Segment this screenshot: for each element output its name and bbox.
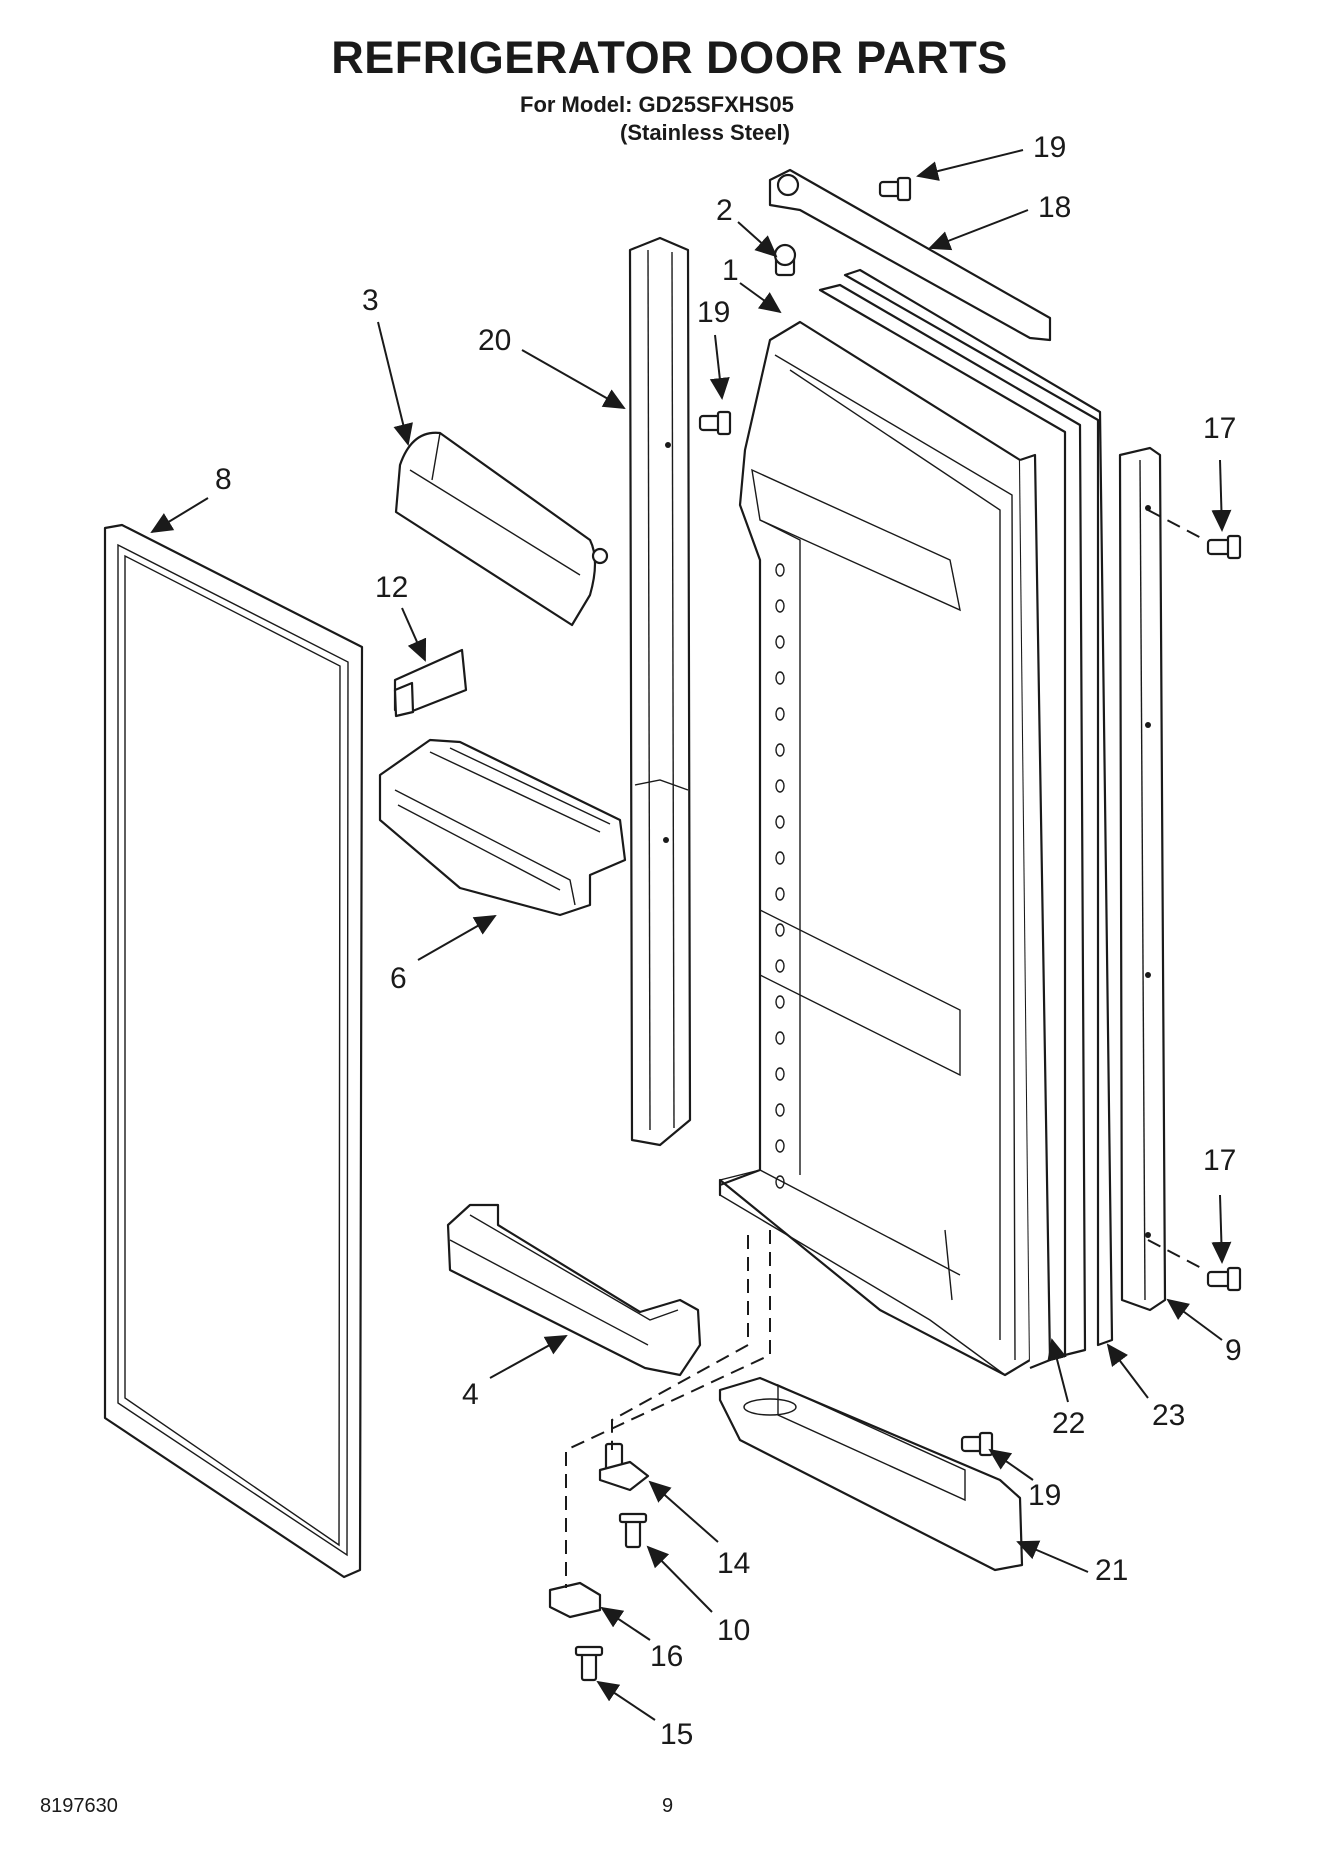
liner-hole (775, 995, 785, 1009)
alignment-line-upper (611, 1235, 749, 1450)
part-15-screw (574, 1645, 604, 1682)
callout-23: 23 (1152, 1399, 1185, 1432)
liner-hole (775, 851, 785, 865)
callout-20: 20 (478, 324, 511, 357)
door-liner (718, 320, 1032, 1377)
liner-hole (775, 779, 785, 793)
part-19-screw-top (878, 176, 912, 202)
part-14-hinge (598, 1442, 650, 1492)
callout-17-upper: 17 (1203, 412, 1236, 445)
liner-hole (775, 563, 785, 577)
callout-21: 21 (1095, 1554, 1128, 1587)
alignment-line-screw-lower (1147, 1239, 1206, 1271)
alignment-line-lower (565, 1230, 771, 1588)
page-title: REFRIGERATOR DOOR PARTS (331, 32, 1008, 83)
callout-10: 10 (717, 1614, 750, 1647)
callout-4: 4 (462, 1378, 479, 1411)
door-liner-holes (775, 563, 785, 1189)
part-12-clip (393, 648, 468, 718)
callout-14: 14 (717, 1547, 750, 1580)
callout-3: 3 (362, 284, 379, 317)
part-23-door-outer (818, 268, 1114, 1357)
liner-hole (775, 707, 785, 721)
part-8-gasket (103, 523, 364, 1579)
callout-18: 18 (1038, 191, 1071, 224)
part-20-trim (628, 236, 692, 1147)
part-22-door-panel (1019, 453, 1052, 1370)
callout-19-top: 19 (1033, 131, 1066, 164)
liner-hole (775, 1175, 785, 1189)
callout-8: 8 (215, 463, 232, 496)
part-10-screw (618, 1512, 648, 1549)
liner-hole (775, 599, 785, 613)
part-6-door-bin (378, 738, 627, 917)
liner-hole (775, 923, 785, 937)
callout-19-middle: 19 (697, 296, 730, 329)
callouts: 2 1 19 18 19 3 20 8 12 17 6 17 9 23 22 4 (150, 131, 1242, 1751)
page-number: 9 (662, 1795, 674, 1817)
liner-hole (775, 1103, 785, 1117)
part-9-side-strip (1118, 446, 1167, 1312)
liner-hole (775, 959, 785, 973)
doc-number: 8197630 (40, 1795, 118, 1817)
callout-22: 22 (1052, 1407, 1085, 1440)
liner-hole (775, 1139, 785, 1153)
liner-hole (775, 1031, 785, 1045)
model-line: For Model: GD25SFXHS05 (520, 92, 794, 117)
part-19-screw-lower (960, 1431, 994, 1457)
liner-hole (775, 887, 785, 901)
part-17-screw-upper (1206, 534, 1242, 560)
part-16-lower-hinge (548, 1581, 602, 1619)
callout-12: 12 (375, 571, 408, 604)
finish-line: (Stainless Steel) (620, 120, 790, 145)
callout-2: 2 (716, 194, 733, 227)
callout-17-lower: 17 (1203, 1144, 1236, 1177)
part-21-hinge-bracket (718, 1376, 1024, 1572)
callout-15: 15 (660, 1718, 693, 1751)
alignment-line-screw-upper (1147, 509, 1206, 541)
callout-19-lower: 19 (1028, 1479, 1061, 1512)
callout-9: 9 (1225, 1334, 1242, 1367)
part-17-screw-lower (1206, 1266, 1242, 1292)
part-19-screw-middle (698, 410, 732, 436)
callout-6: 6 (390, 962, 407, 995)
liner-hole (775, 815, 785, 829)
liner-hole (775, 635, 785, 649)
liner-hole (775, 671, 785, 685)
part-3-dairy-cover (394, 431, 609, 627)
callout-16: 16 (650, 1640, 683, 1673)
callout-1: 1 (722, 254, 739, 287)
part-2-hinge-cap (773, 243, 797, 277)
liner-hole (775, 1067, 785, 1081)
liner-hole (775, 743, 785, 757)
part-4-lower-bin (446, 1203, 702, 1377)
part-18-top-cap (768, 168, 1052, 342)
